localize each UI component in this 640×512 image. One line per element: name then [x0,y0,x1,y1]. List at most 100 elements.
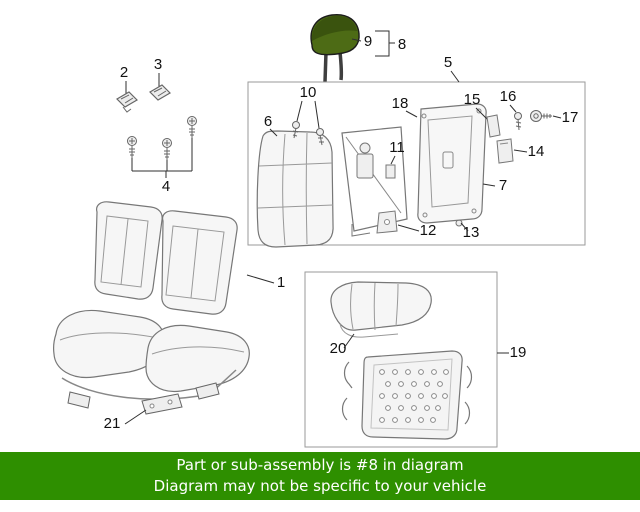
bolt-icon [514,112,522,131]
callout-12-leader [397,224,420,232]
headrest-post-right [338,51,344,81]
callout-14-leader [513,149,528,153]
part-14-body [496,138,514,164]
callout-14: 14 [528,143,545,160]
frame-part-center: 11 12 13 [341,126,480,241]
seat-cushion-left-seam [59,332,159,341]
callout-17: 17 [562,109,579,126]
cushion-part-20: 20 [330,281,432,357]
headrest-assembly: 9 8 [310,14,406,83]
seat-cushion-right-seam [151,346,245,355]
seat-pan-hinge-right [464,365,473,425]
callout-20-leader [343,333,355,349]
cushion-20-seams [339,282,399,338]
highlight-banner: Part or sub-assembly is #8 in diagram Di… [0,452,640,500]
panel-part-18: 18 7 [392,95,507,224]
screw-icon [162,138,172,160]
seat-cushion-box-19: 19 20 [304,271,527,448]
backrest-right [161,210,238,315]
box-5-border [247,81,586,246]
bolt-icon [316,128,324,146]
panel-18-inner [427,115,473,208]
seat-pan-inner [370,358,453,431]
callout-1: 1 [277,274,285,291]
seat-pan-holes [379,369,449,423]
cushion-part-6: 6 [256,113,334,248]
retractor-body [356,153,374,179]
box-19-border [304,271,498,448]
callout-1-leader [246,274,275,284]
screw-icon [187,116,197,138]
panel-18-body [417,103,487,224]
part-12-hole [384,219,390,225]
hardware-group-right: 15 16 17 14 [464,88,579,164]
callout-7-leader [482,183,496,187]
callout-11: 11 [389,139,405,156]
callout-18: 18 [392,95,409,112]
banner-line-1: Part or sub-assembly is #8 in diagram [176,456,464,474]
headrest-shade [311,15,357,42]
fastener-group-10: 10 [292,84,324,146]
clip-2-detail [120,94,134,113]
clip-3-body [149,84,171,101]
callout-11-leader [390,155,396,165]
panel-18-corner-holes [421,108,482,218]
cushion-6-seams [257,132,334,246]
callout-15-leader [475,107,488,120]
callout-6: 6 [264,113,272,130]
callout-3: 3 [154,56,162,73]
frame-bottom-bracket [351,224,371,237]
seat-cushion-right [145,324,250,393]
headrest-post-left [323,51,328,83]
callout-16-leader [509,104,517,113]
seat-bracket-left [67,391,91,409]
callout-21: 21 [104,415,121,432]
callout-18-leader [405,110,418,118]
callout-4: 4 [162,178,170,195]
callout-7: 7 [499,177,507,194]
part-15-body [486,114,501,138]
screw-group-4: 4 [127,116,197,195]
clip-2-body [116,91,138,108]
seat-bracket-right [195,382,220,400]
callout-20: 20 [330,340,347,357]
callout-10-leaders [296,100,320,129]
callout-9-leader [351,38,362,42]
bench-seat-assembly-1: 1 21 [53,201,285,432]
clip-3-detail [153,87,167,97]
seat-pan-body [361,350,463,440]
backrest-right-seams [165,225,225,302]
retractor-reel [359,142,371,154]
clip-part-3: 3 [149,56,171,101]
screw-icon [127,136,137,158]
callout-8-bracket [375,30,395,57]
parts-diagram: 9 8 2 3 4 5 [53,14,586,448]
callout-9: 9 [364,33,372,50]
callout-10: 10 [300,84,317,101]
callout-13-leader [460,222,469,232]
panel-18-slot [442,151,454,169]
callout-21-leader [124,409,147,425]
callout-15: 15 [464,91,481,108]
callout-4-bracket [131,138,193,178]
seat-back-box-5: 5 6 10 [247,54,586,248]
bolt-icon [530,110,552,122]
callout-5-leader [450,70,460,83]
clip-part-2: 2 [116,64,138,113]
banner-line-2: Diagram may not be specific to your vehi… [153,477,487,495]
backrest-left [94,201,163,300]
callout-12: 12 [420,222,437,239]
seat-pan-frame [341,350,473,440]
part-11-body [385,164,396,179]
callout-16: 16 [500,88,517,105]
cushion-20-body [330,281,432,331]
cushion-6-body [256,130,334,248]
callout-19: 19 [510,344,527,361]
part-14-detail [499,142,509,145]
callout-8: 8 [398,36,406,53]
callout-2: 2 [120,64,128,81]
callout-13: 13 [463,224,480,241]
backrest-left-seams [100,215,149,288]
callout-17-leader [552,115,562,119]
